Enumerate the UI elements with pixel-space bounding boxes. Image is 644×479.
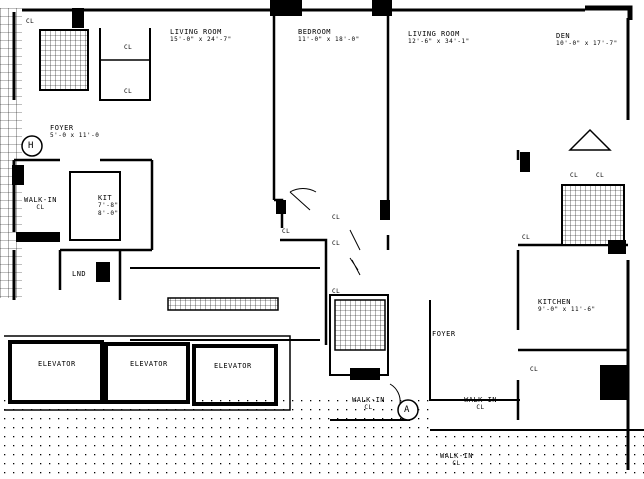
lnd-label: LND	[72, 270, 87, 278]
column-2	[270, 0, 302, 16]
wall-foyer-bottom	[14, 158, 154, 250]
column-3	[372, 0, 392, 16]
kit-tile	[69, 171, 121, 241]
wall-foyer-center	[429, 300, 520, 401]
bath-tile-left	[39, 29, 89, 91]
door-swing-den	[568, 128, 612, 151]
den-label: DEN 10'-0" x 17'-7"	[556, 32, 618, 47]
walkin-2-label: WALK-IN CL	[352, 396, 386, 411]
column-6	[380, 200, 390, 220]
column-9	[608, 240, 626, 254]
column-7	[520, 152, 530, 172]
walkin-3-label: WALK-IN CL	[464, 396, 498, 411]
column-10	[16, 232, 60, 242]
door-swing-2	[349, 229, 361, 251]
elevator-1-box	[8, 340, 104, 404]
wall-stair-core	[58, 248, 152, 300]
den-corner	[585, 5, 633, 20]
elevator-3-label: ELEVATOR	[214, 362, 252, 370]
terrace-bottom-right	[432, 430, 644, 479]
column-12	[96, 262, 110, 282]
living-room-1-label: LIVING ROOM 15'-0" x 24'-7"	[170, 28, 232, 43]
elevator-2-box	[104, 342, 190, 404]
closet-label: CL	[332, 240, 341, 247]
wall-bedroom-bottom	[280, 238, 328, 345]
stair-treads	[334, 299, 386, 351]
closet-label: CL	[124, 88, 133, 95]
door-swing-3	[349, 257, 361, 276]
walkin-4-label: WALK-IN CL	[440, 452, 474, 467]
closet-label: CL	[570, 172, 579, 179]
living-room-2-label: LIVING ROOM 12'-6" x 34'-1"	[408, 30, 470, 45]
marker-h: H	[28, 141, 34, 151]
closet-label: CL	[332, 288, 341, 295]
column-1	[72, 8, 84, 28]
column-4	[12, 165, 24, 185]
foyer-2-label: FOYER	[432, 330, 456, 338]
marker-a-circle	[397, 399, 419, 421]
wall-lr1-bedroom	[272, 15, 284, 228]
closet-label: CL	[596, 172, 605, 179]
bedroom-label: BEDROOM 11'-0" x 18'-0"	[298, 28, 360, 43]
kit-label: KIT 7'-8" 8'-0"	[98, 194, 119, 217]
marker-h-circle	[21, 135, 43, 157]
wall-stair-box	[329, 294, 389, 376]
foyer-1-label: FOYER 5'-0 x 11'-0	[50, 124, 100, 139]
closet-label: CL	[26, 18, 35, 25]
closet-label: CL	[282, 228, 291, 235]
closet-label: CL	[124, 44, 133, 51]
wall-walkin-bottom	[330, 419, 644, 431]
corridor-stair	[167, 297, 279, 311]
column-5	[276, 200, 286, 214]
den-bath-tile	[561, 184, 625, 246]
terrace-left	[0, 8, 22, 298]
column-8	[600, 365, 628, 400]
closet-lr1	[99, 28, 151, 101]
elevator-1-label: ELEVATOR	[38, 360, 76, 368]
column-11	[350, 368, 380, 380]
door-swing-1	[289, 188, 317, 211]
closet-label: CL	[522, 234, 531, 241]
kitchen-label: KITCHEN 9'-0" x 11'-6"	[538, 298, 596, 313]
closet-label: CL	[332, 214, 341, 221]
elevator-2-label: ELEVATOR	[130, 360, 168, 368]
terrace-bottom	[0, 400, 432, 479]
elevator-3-box	[192, 344, 278, 406]
elevator-frame	[4, 335, 291, 411]
closet-label: CL	[530, 366, 539, 373]
walkin-1-label: WALK-IN CL	[24, 196, 58, 211]
marker-a: A	[404, 405, 410, 415]
door-swing-walkin	[389, 383, 401, 405]
